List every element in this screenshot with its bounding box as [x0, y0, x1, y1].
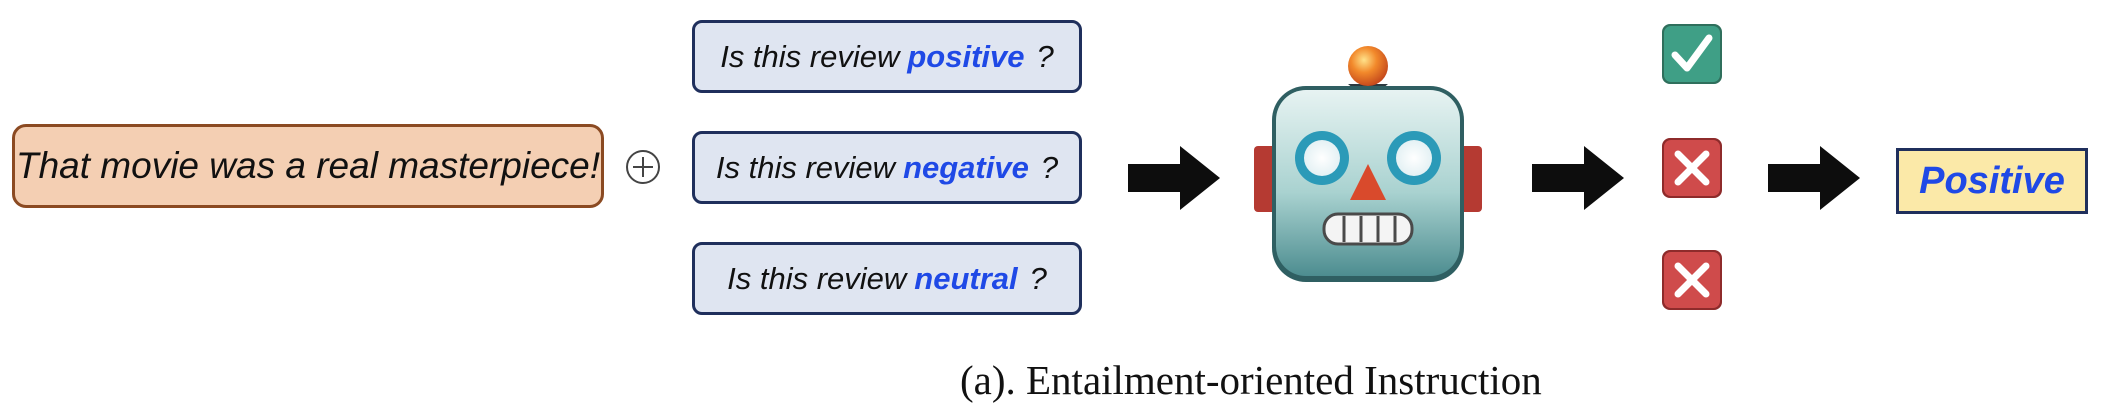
question-mark: ? — [1029, 260, 1047, 296]
input-sentence-text: That movie was a real masterpiece! — [15, 145, 600, 186]
output-label: Positive — [1919, 159, 2065, 202]
question-box-neutral: Is this review neutral ? — [692, 242, 1082, 315]
cross-icon — [1662, 250, 1722, 310]
output-label-box: Positive — [1896, 148, 2088, 214]
question-mark: ? — [1036, 38, 1054, 74]
robot-icon — [1254, 46, 1482, 282]
arrow-right-icon — [1768, 146, 1860, 210]
question-mark: ? — [1040, 149, 1059, 185]
question-keyword: negative — [903, 149, 1029, 185]
question-box-negative: Is this review negative ? — [692, 131, 1082, 204]
figure-caption: (a). Entailment-oriented Instruction — [960, 357, 1542, 403]
arrow-right-icon — [1532, 146, 1624, 210]
question-prefix: Is this review — [715, 149, 896, 185]
cross-icon — [1662, 138, 1722, 198]
input-sentence-box: That movie was a real masterpiece! — [12, 124, 604, 208]
check-icon — [1662, 24, 1722, 84]
arrow-right-icon — [1128, 146, 1220, 210]
question-prefix: Is this review — [720, 38, 900, 74]
question-prefix: Is this review — [727, 260, 907, 296]
question-keyword: positive — [907, 38, 1025, 74]
circled-plus-icon — [626, 150, 660, 184]
question-box-positive: Is this review positive ? — [692, 20, 1082, 93]
question-keyword: neutral — [914, 260, 1018, 296]
